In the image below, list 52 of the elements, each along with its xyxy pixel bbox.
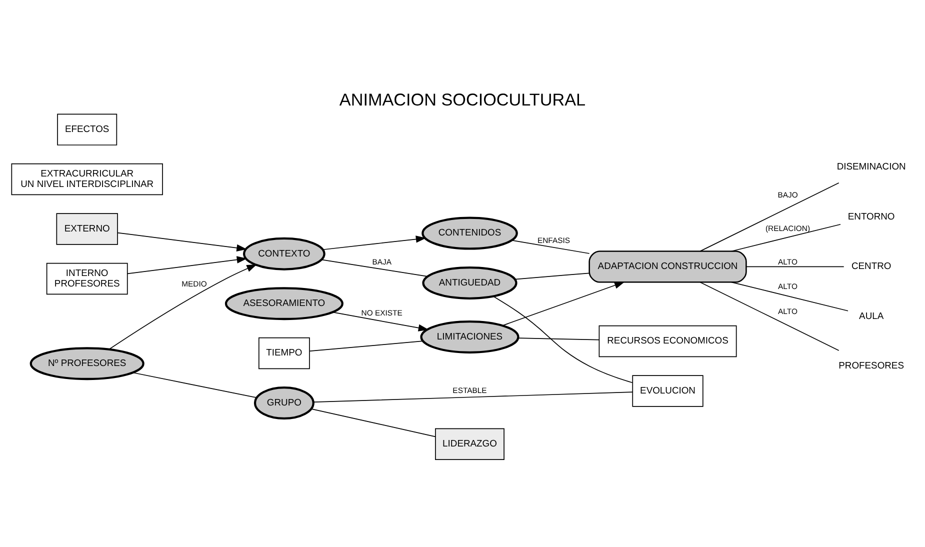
node-box: EXTRACURRICULAR UN NIVEL INTERDISCIPLINAR bbox=[11, 162, 163, 195]
node-ellipse: GRUPO bbox=[254, 386, 314, 419]
edge-label: MEDIO bbox=[182, 279, 207, 288]
node-ellipse: LIMITACIONES bbox=[420, 320, 520, 353]
node-text: CENTRO bbox=[851, 260, 892, 271]
node-box: EXTERNO bbox=[56, 212, 118, 244]
node-box: RECURSOS ECONOMICOS bbox=[598, 324, 737, 357]
arrow bbox=[322, 235, 426, 250]
edge-label: ALTO bbox=[778, 282, 798, 291]
arrow bbox=[108, 264, 257, 350]
edge-label: ALTO bbox=[778, 306, 798, 316]
connector bbox=[313, 391, 633, 402]
node-ellipse: Nº PROFESORES bbox=[30, 346, 144, 380]
edge-label: BAJO bbox=[778, 190, 798, 199]
connector bbox=[321, 258, 428, 276]
node-box: INTERNO PROFESORES bbox=[46, 262, 128, 294]
connector bbox=[700, 281, 840, 350]
node-box: ADAPTACION CONSTRUCCION bbox=[588, 250, 747, 282]
connector bbox=[492, 295, 633, 383]
node-box: LIDERAZGO bbox=[435, 428, 504, 460]
edge-label: ALTO bbox=[778, 256, 798, 266]
connector bbox=[511, 239, 590, 254]
arrow bbox=[502, 281, 625, 326]
connector bbox=[730, 223, 841, 252]
edge-label: BAJA bbox=[372, 256, 392, 266]
node-ellipse: CONTEXTO bbox=[243, 236, 326, 270]
arrow bbox=[117, 232, 247, 251]
connector bbox=[310, 408, 436, 437]
arrow bbox=[332, 311, 429, 331]
node-box: EVOLUCION bbox=[632, 374, 704, 406]
connector bbox=[518, 337, 600, 340]
edge-label: ENFASIS bbox=[537, 235, 570, 244]
node-ellipse: ASESORAMIENTO bbox=[224, 286, 344, 320]
connector bbox=[132, 372, 257, 398]
connector bbox=[746, 266, 844, 267]
edge-label: (RELACION) bbox=[766, 223, 810, 232]
edge-label: NO EXISTE bbox=[361, 308, 402, 318]
connector bbox=[700, 182, 840, 252]
diagram-title: ANIMACION SOCIOCULTURAL bbox=[339, 89, 586, 110]
node-box: EFECTOS bbox=[57, 113, 118, 145]
node-ellipse: CONTENIDOS bbox=[422, 216, 518, 250]
connector bbox=[514, 272, 590, 280]
connector bbox=[309, 340, 424, 352]
node-text: ENTORNO bbox=[848, 210, 895, 221]
node-text: PROFESORES bbox=[838, 359, 904, 370]
edge-label: ESTABLE bbox=[452, 385, 487, 394]
node-text: DISEMINACION bbox=[836, 160, 906, 172]
node-text: AULA bbox=[859, 309, 884, 320]
connector bbox=[730, 281, 848, 311]
node-box: TIEMPO bbox=[258, 336, 310, 369]
node-ellipse: ANTIGUEDAD bbox=[422, 266, 518, 299]
arrow bbox=[127, 256, 248, 274]
